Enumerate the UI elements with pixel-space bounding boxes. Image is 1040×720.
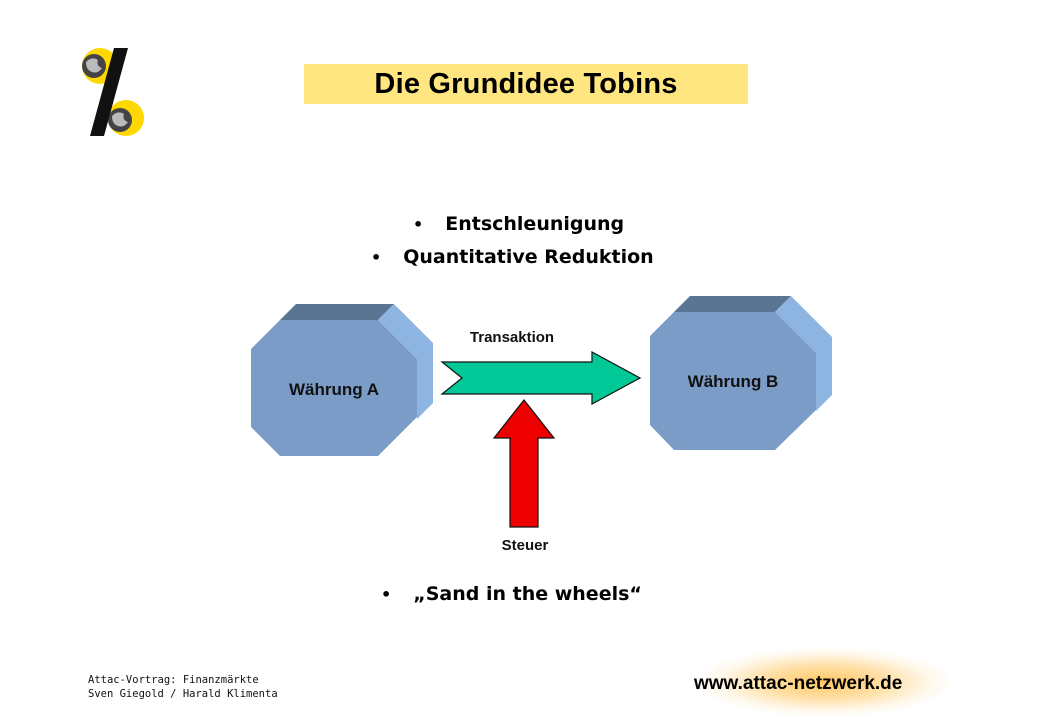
bullet-dot-icon: • xyxy=(413,214,424,234)
bullet-item-quote: • „Sand in the wheels“ xyxy=(381,583,642,605)
currency-a-label: Währung A xyxy=(289,380,379,399)
octagon-b-face xyxy=(650,312,816,450)
footer-line-1: Attac-Vortrag: Finanzmärkte xyxy=(88,674,259,686)
octagon-a-side xyxy=(378,304,433,419)
tax-arrow-icon xyxy=(492,399,556,528)
bullet-quote-text: „Sand in the wheels“ xyxy=(413,583,642,605)
bullet-dot-icon: • xyxy=(381,584,392,604)
title-banner: Die Grundidee Tobins xyxy=(304,64,748,104)
bullet-item: • Quantitative Reduktion xyxy=(371,246,654,268)
bullet-text: Entschleunigung xyxy=(445,213,625,235)
transaction-label: Transaktion xyxy=(470,329,554,346)
bullet-item: • Entschleunigung xyxy=(413,213,624,235)
octagon-b-top xyxy=(674,296,791,312)
slide-title: Die Grundidee Tobins xyxy=(374,67,678,100)
footer-url-glow xyxy=(700,648,950,716)
currency-a-octagon: Währung A xyxy=(251,304,433,456)
tax-label: Steuer xyxy=(502,537,549,554)
attac-percent-globe-logo-icon xyxy=(82,48,144,136)
currency-b-octagon: Währung B xyxy=(650,296,832,450)
footer-url[interactable]: www.attac-netzwerk.de xyxy=(694,673,903,694)
currency-b-label: Währung B xyxy=(688,372,779,391)
bullet-dot-icon: • xyxy=(371,247,382,267)
attac-logo xyxy=(74,44,152,140)
footer-line-2: Sven Giegold / Harald Klimenta xyxy=(88,688,278,700)
bullet-text: Quantitative Reduktion xyxy=(403,246,654,268)
octagon-b-side xyxy=(775,296,832,411)
octagon-a-top xyxy=(280,304,394,320)
octagon-a-face xyxy=(251,320,417,456)
transaction-arrow-icon xyxy=(440,350,642,406)
footer-credits: Attac-Vortrag: Finanzmärkte Sven Giegold… xyxy=(88,673,278,701)
